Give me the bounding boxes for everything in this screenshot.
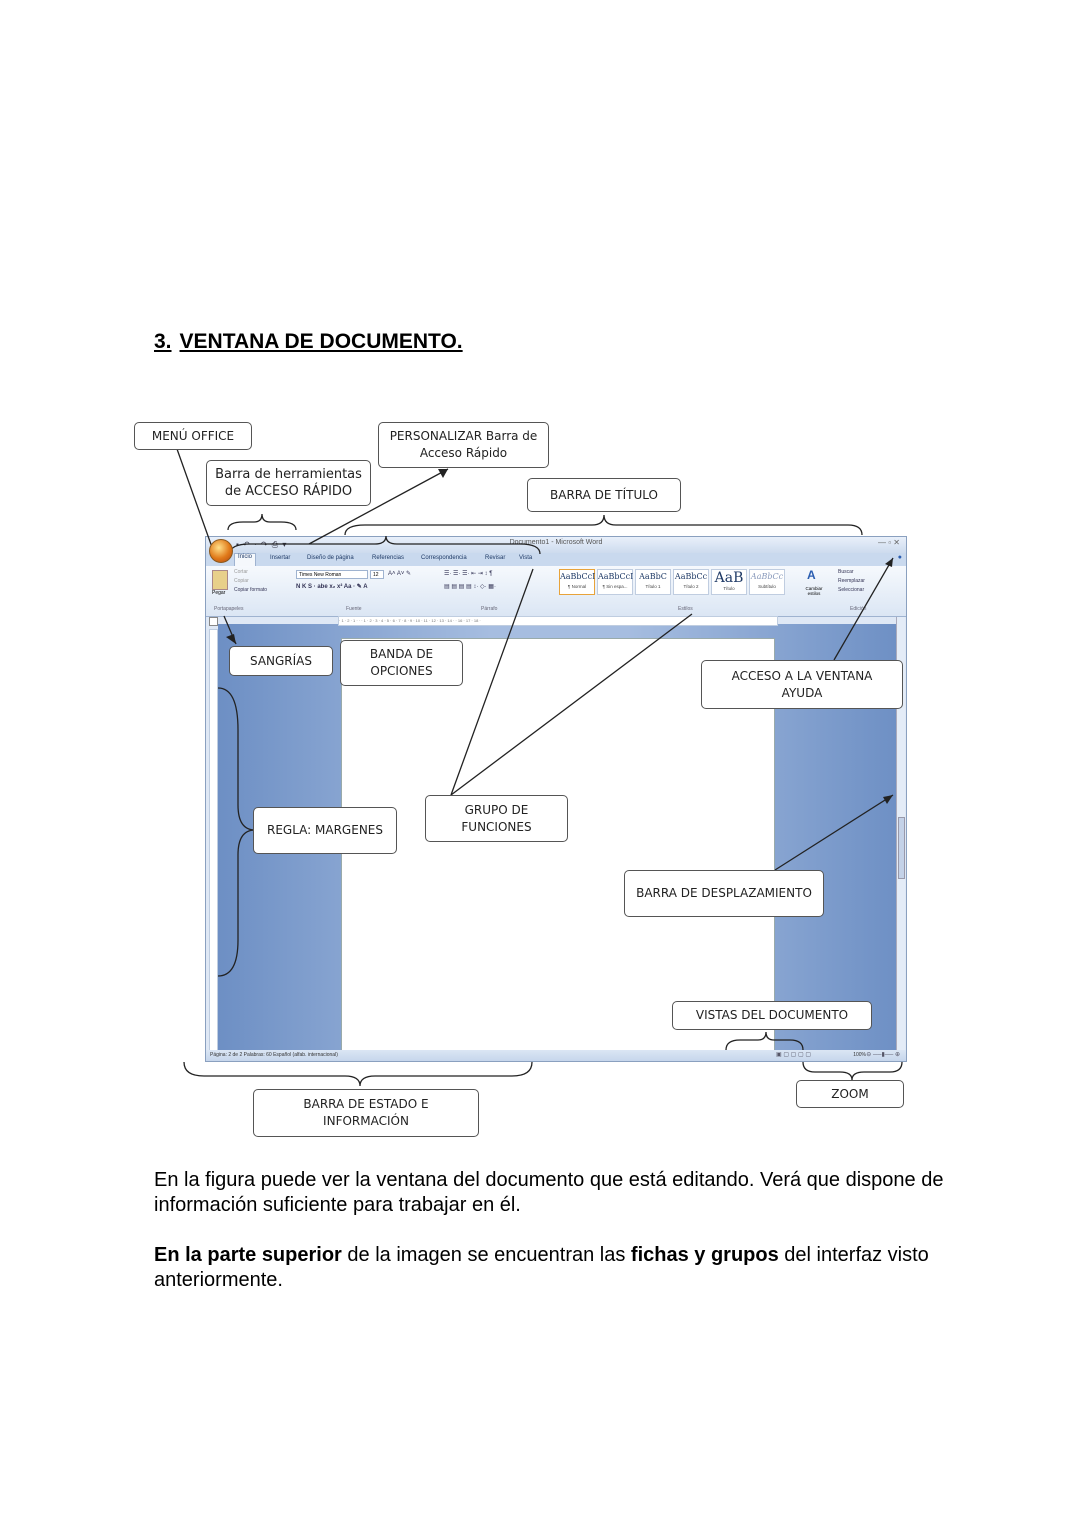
section-heading: 3. VENTANA DE DOCUMENTO.	[154, 330, 463, 354]
ribbon-tabs: Inicio Insertar Diseño de página Referen…	[206, 553, 906, 566]
section-number: 3.	[154, 330, 172, 353]
brace-ruler	[217, 687, 256, 977]
group-fuente: Fuente	[346, 606, 362, 612]
vertical-scrollbar[interactable]	[896, 617, 905, 1050]
annotation-lines	[176, 448, 903, 1087]
paragraph-figure-description: En la figura puede ver la ventana del do…	[154, 1169, 944, 1216]
style-sin-espaciado[interactable]: AaBbCcI¶ Sin espa...	[597, 569, 633, 595]
arrow-scroll	[774, 794, 894, 871]
status-text: Página: 2 de 2 Palabras: 60 Español (alf…	[210, 1052, 338, 1058]
callout-barra-titulo: BARRA DE TÍTULO	[527, 478, 681, 512]
format-painter-button[interactable]: Copiar formato	[234, 587, 268, 593]
font-size-select[interactable]: 12	[370, 570, 384, 579]
callout-vistas: VISTAS DEL DOCUMENTO	[672, 1001, 872, 1030]
line-grupo-2	[450, 613, 693, 796]
arrowhead-scroll	[883, 795, 893, 804]
tab-insertar[interactable]: Insertar	[270, 555, 291, 561]
brace-zoom	[802, 1061, 903, 1081]
zoom-level[interactable]: 100%	[853, 1052, 866, 1058]
change-styles-icon[interactable]: A	[807, 568, 816, 582]
group-edicion: Edición	[850, 606, 867, 612]
line-grupo-1	[450, 568, 534, 796]
brace-qat	[227, 513, 297, 531]
font-name-select[interactable]: Times New Roman	[296, 570, 368, 579]
window-controls[interactable]: — ▫ ✕	[878, 538, 900, 547]
callout-menu-office: MENÚ OFFICE	[134, 422, 252, 450]
arrowhead-sangrias	[226, 634, 236, 644]
format-icons[interactable]: N K S · abe x₂ x² Aa · ✎ A	[296, 584, 368, 590]
arrowhead-personalizar	[438, 469, 448, 478]
paste-label: Pegar	[212, 590, 226, 596]
section-title: VENTANA DE DOCUMENTO.	[179, 330, 463, 353]
list-icons[interactable]: ☰· ☰· ☰· ⇤ ⇥ ↕ ¶	[444, 571, 493, 577]
word-window-figure: Documento1 - Microsoft Word — ▫ ✕ ▪ ↶ · …	[0, 400, 1080, 1160]
change-styles-label[interactable]: Cambiar estilos	[805, 586, 823, 596]
arrow-help	[833, 557, 894, 661]
group-estilos: Estilos	[678, 606, 693, 612]
status-bar: Página: 2 de 2 Palabras: 60 Español (alf…	[206, 1050, 906, 1061]
view-buttons[interactable]: ▣ ▢ ▢ ▢ ▢	[775, 1052, 811, 1058]
paste-icon[interactable]	[212, 570, 228, 590]
callout-desplazamiento: BARRA DE DESPLAZAMIENTO	[624, 870, 824, 917]
cut-button[interactable]: Cortar	[234, 569, 248, 575]
tab-vista[interactable]: Vista	[519, 555, 533, 561]
replace-button[interactable]: Reemplazar	[838, 578, 865, 584]
arrowhead-help	[885, 558, 893, 567]
title-bar: Documento1 - Microsoft Word — ▫ ✕	[206, 537, 906, 553]
zoom-slider[interactable]: ⊖ ──▮── ⊕	[866, 1052, 900, 1058]
brace-views	[725, 1031, 804, 1051]
font-grow-icons[interactable]: A˄ A˅ ✎	[388, 571, 412, 577]
tab-diseno[interactable]: Diseño de página	[307, 555, 354, 561]
window-title: Documento1 - Microsoft Word	[509, 539, 603, 546]
tab-inicio[interactable]: Inicio	[234, 553, 257, 566]
scroll-thumb[interactable]	[898, 817, 905, 879]
select-button[interactable]: Seleccionar	[838, 587, 865, 593]
group-parrafo: Párrafo	[481, 606, 498, 612]
tab-revisar[interactable]: Revisar	[485, 555, 506, 561]
paragraph-fichas-grupos: En la parte superior de la imagen se enc…	[154, 1244, 929, 1291]
tab-referencias[interactable]: Referencias	[372, 555, 405, 561]
copy-button[interactable]: Copiar	[234, 578, 249, 584]
align-icons[interactable]: ▤ ▤ ▤ ▤ ↕· ◇· ▦·	[444, 584, 496, 590]
horizontal-ruler[interactable]: · 1 · 2 · 1 · · · 1 · 2 · 3 · 4 · 5 · 6 …	[338, 616, 778, 626]
brace-status	[183, 1061, 533, 1087]
callout-regla: REGLA: MARGENES	[253, 807, 397, 854]
brace-ribbon	[229, 535, 541, 555]
office-button-icon[interactable]	[209, 539, 233, 563]
find-button[interactable]: Buscar	[838, 569, 854, 575]
arrow-menu-office	[176, 448, 214, 551]
callout-sangrias: SANGRÍAS	[229, 646, 333, 676]
tab-correspondencia[interactable]: Correspondencia	[421, 555, 467, 561]
arrow-personalizar	[308, 468, 449, 545]
style-normal[interactable]: AaBbCcI¶ Normal	[559, 569, 595, 595]
brace-title-bar	[344, 514, 863, 536]
group-portapapeles: Portapapeles	[214, 606, 244, 612]
help-icon[interactable]: ●	[897, 554, 902, 561]
callout-zoom: ZOOM	[796, 1080, 904, 1108]
tab-selector[interactable]	[209, 617, 218, 626]
